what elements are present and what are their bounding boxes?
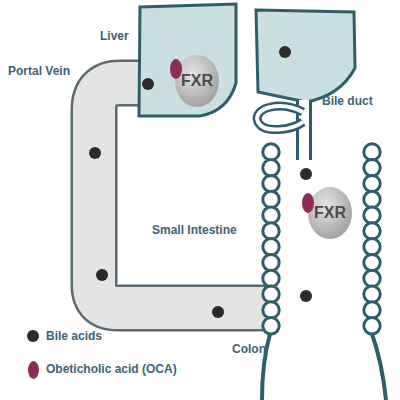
intestine-segment <box>263 302 279 318</box>
organ-label: Liver <box>100 29 129 43</box>
receptor-label: FXR <box>314 203 346 222</box>
intestine-segment <box>263 239 279 255</box>
bile-acid-dot <box>89 147 101 159</box>
intestine-segment <box>263 207 279 223</box>
intestine-segment <box>263 254 279 270</box>
cystic-duct <box>257 106 303 129</box>
intestine-segment <box>263 223 279 239</box>
intestine-segment <box>263 175 279 191</box>
oca-molecule <box>170 59 182 79</box>
bile-acid-dot <box>300 290 312 302</box>
liver-shape <box>139 4 236 116</box>
fxr-shape <box>175 55 219 107</box>
organ-label: Small Intestine <box>152 223 237 237</box>
cystic-duct-outline <box>257 106 303 129</box>
intestine-segment <box>263 270 279 286</box>
small-intestine <box>263 144 380 334</box>
intestine-segment <box>364 270 380 286</box>
legend-text: Bile acids <box>46 329 102 343</box>
intestine-segment <box>364 160 380 176</box>
gallbladder <box>256 10 355 102</box>
intestine-segment <box>263 144 279 160</box>
duct-label: Bile duct <box>322 94 373 108</box>
legend-swatch <box>27 330 39 342</box>
organ-label: Colon <box>232 342 266 356</box>
intestine-segment <box>364 144 380 160</box>
bile-acid-dot <box>96 269 108 281</box>
legend-swatch <box>28 361 39 379</box>
intestine-segment <box>263 318 279 334</box>
intestine-segment <box>263 286 279 302</box>
bile-acid-dot <box>279 46 291 58</box>
intestine-segment <box>364 207 380 223</box>
receptor-label: FXR <box>181 71 213 90</box>
bile-acid-dot <box>212 306 224 318</box>
intestine-segment <box>364 239 380 255</box>
intestine-segment <box>364 254 380 270</box>
intestine-segment <box>364 302 380 318</box>
intestine-segment <box>364 286 380 302</box>
intestine-segment <box>263 191 279 207</box>
vessel-label: Portal Vein <box>8 64 70 78</box>
fxr-receptor: FXR <box>308 187 352 239</box>
fxr-receptor: FXR <box>175 55 219 107</box>
intestine-segment <box>364 223 380 239</box>
legend-text: Obeticholic acid (OCA) <box>46 362 177 376</box>
liver-organ: LiverFXR <box>138 3 238 119</box>
colon-wall <box>372 334 386 400</box>
fxr-shape <box>308 187 352 239</box>
bile-acid-dot <box>142 78 154 90</box>
intestine-segment <box>263 160 279 176</box>
intestine-segment <box>364 175 380 191</box>
oca-molecule <box>302 193 314 213</box>
intestine-segment <box>364 191 380 207</box>
intestine-segment <box>364 318 380 334</box>
bile-acid-dot <box>300 168 312 180</box>
